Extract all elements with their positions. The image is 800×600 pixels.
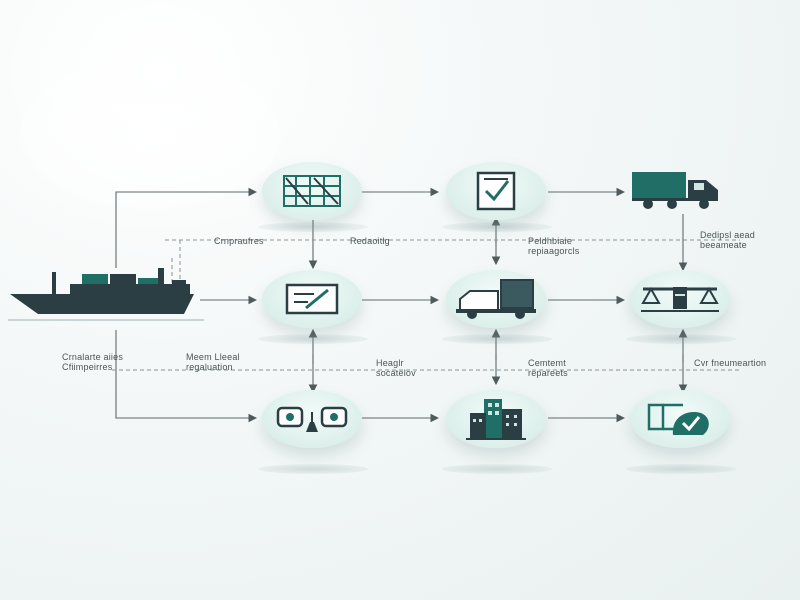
customs-inspection-icon [276, 406, 348, 432]
label-1: Crnpraufres [214, 236, 264, 246]
checklist-icon [476, 171, 516, 211]
node-shadow [258, 334, 368, 344]
node-shadow [442, 464, 552, 474]
label-3: Peldhbiaie repiaagorcls [528, 236, 580, 256]
label-5: Crnalarte aiies Cfiimpeirres [62, 352, 124, 372]
node-shadow [626, 464, 736, 474]
building-icon [466, 399, 526, 440]
approval-stamp-icon [647, 403, 709, 435]
node-shadow [626, 334, 736, 344]
node-scale [630, 270, 730, 328]
delivery-truck-icon [630, 170, 724, 215]
label-7: Heaglr socatelov [376, 358, 416, 378]
warehouse-rack-icon [283, 175, 341, 207]
node-shadow [258, 222, 368, 232]
node-checklist [446, 162, 546, 220]
node-approval [630, 390, 730, 448]
loop-bottom [115, 330, 258, 423]
label-4: Dedipsl aead beeameate [700, 230, 755, 250]
node-cargo-truck [446, 270, 546, 328]
balance-scale-icon [641, 286, 719, 312]
label-9: Cvr fneumeartion [694, 358, 767, 368]
document-check-icon [285, 283, 339, 315]
node-document [262, 270, 362, 328]
background-glow [20, 60, 280, 210]
node-customs [262, 390, 362, 448]
node-building [446, 390, 546, 448]
loop-top [115, 187, 258, 268]
node-shadow [442, 222, 552, 232]
node-warehouse [262, 162, 362, 220]
cargo-ship-icon [8, 262, 204, 331]
label-2: Redaoitlg [350, 236, 390, 246]
node-shadow [442, 334, 552, 344]
label-8: Cemtemt repareets [528, 358, 568, 378]
cargo-truck-icon [456, 279, 536, 319]
label-6: Meem Lleeal regaluation [186, 352, 240, 372]
node-shadow [258, 464, 368, 474]
